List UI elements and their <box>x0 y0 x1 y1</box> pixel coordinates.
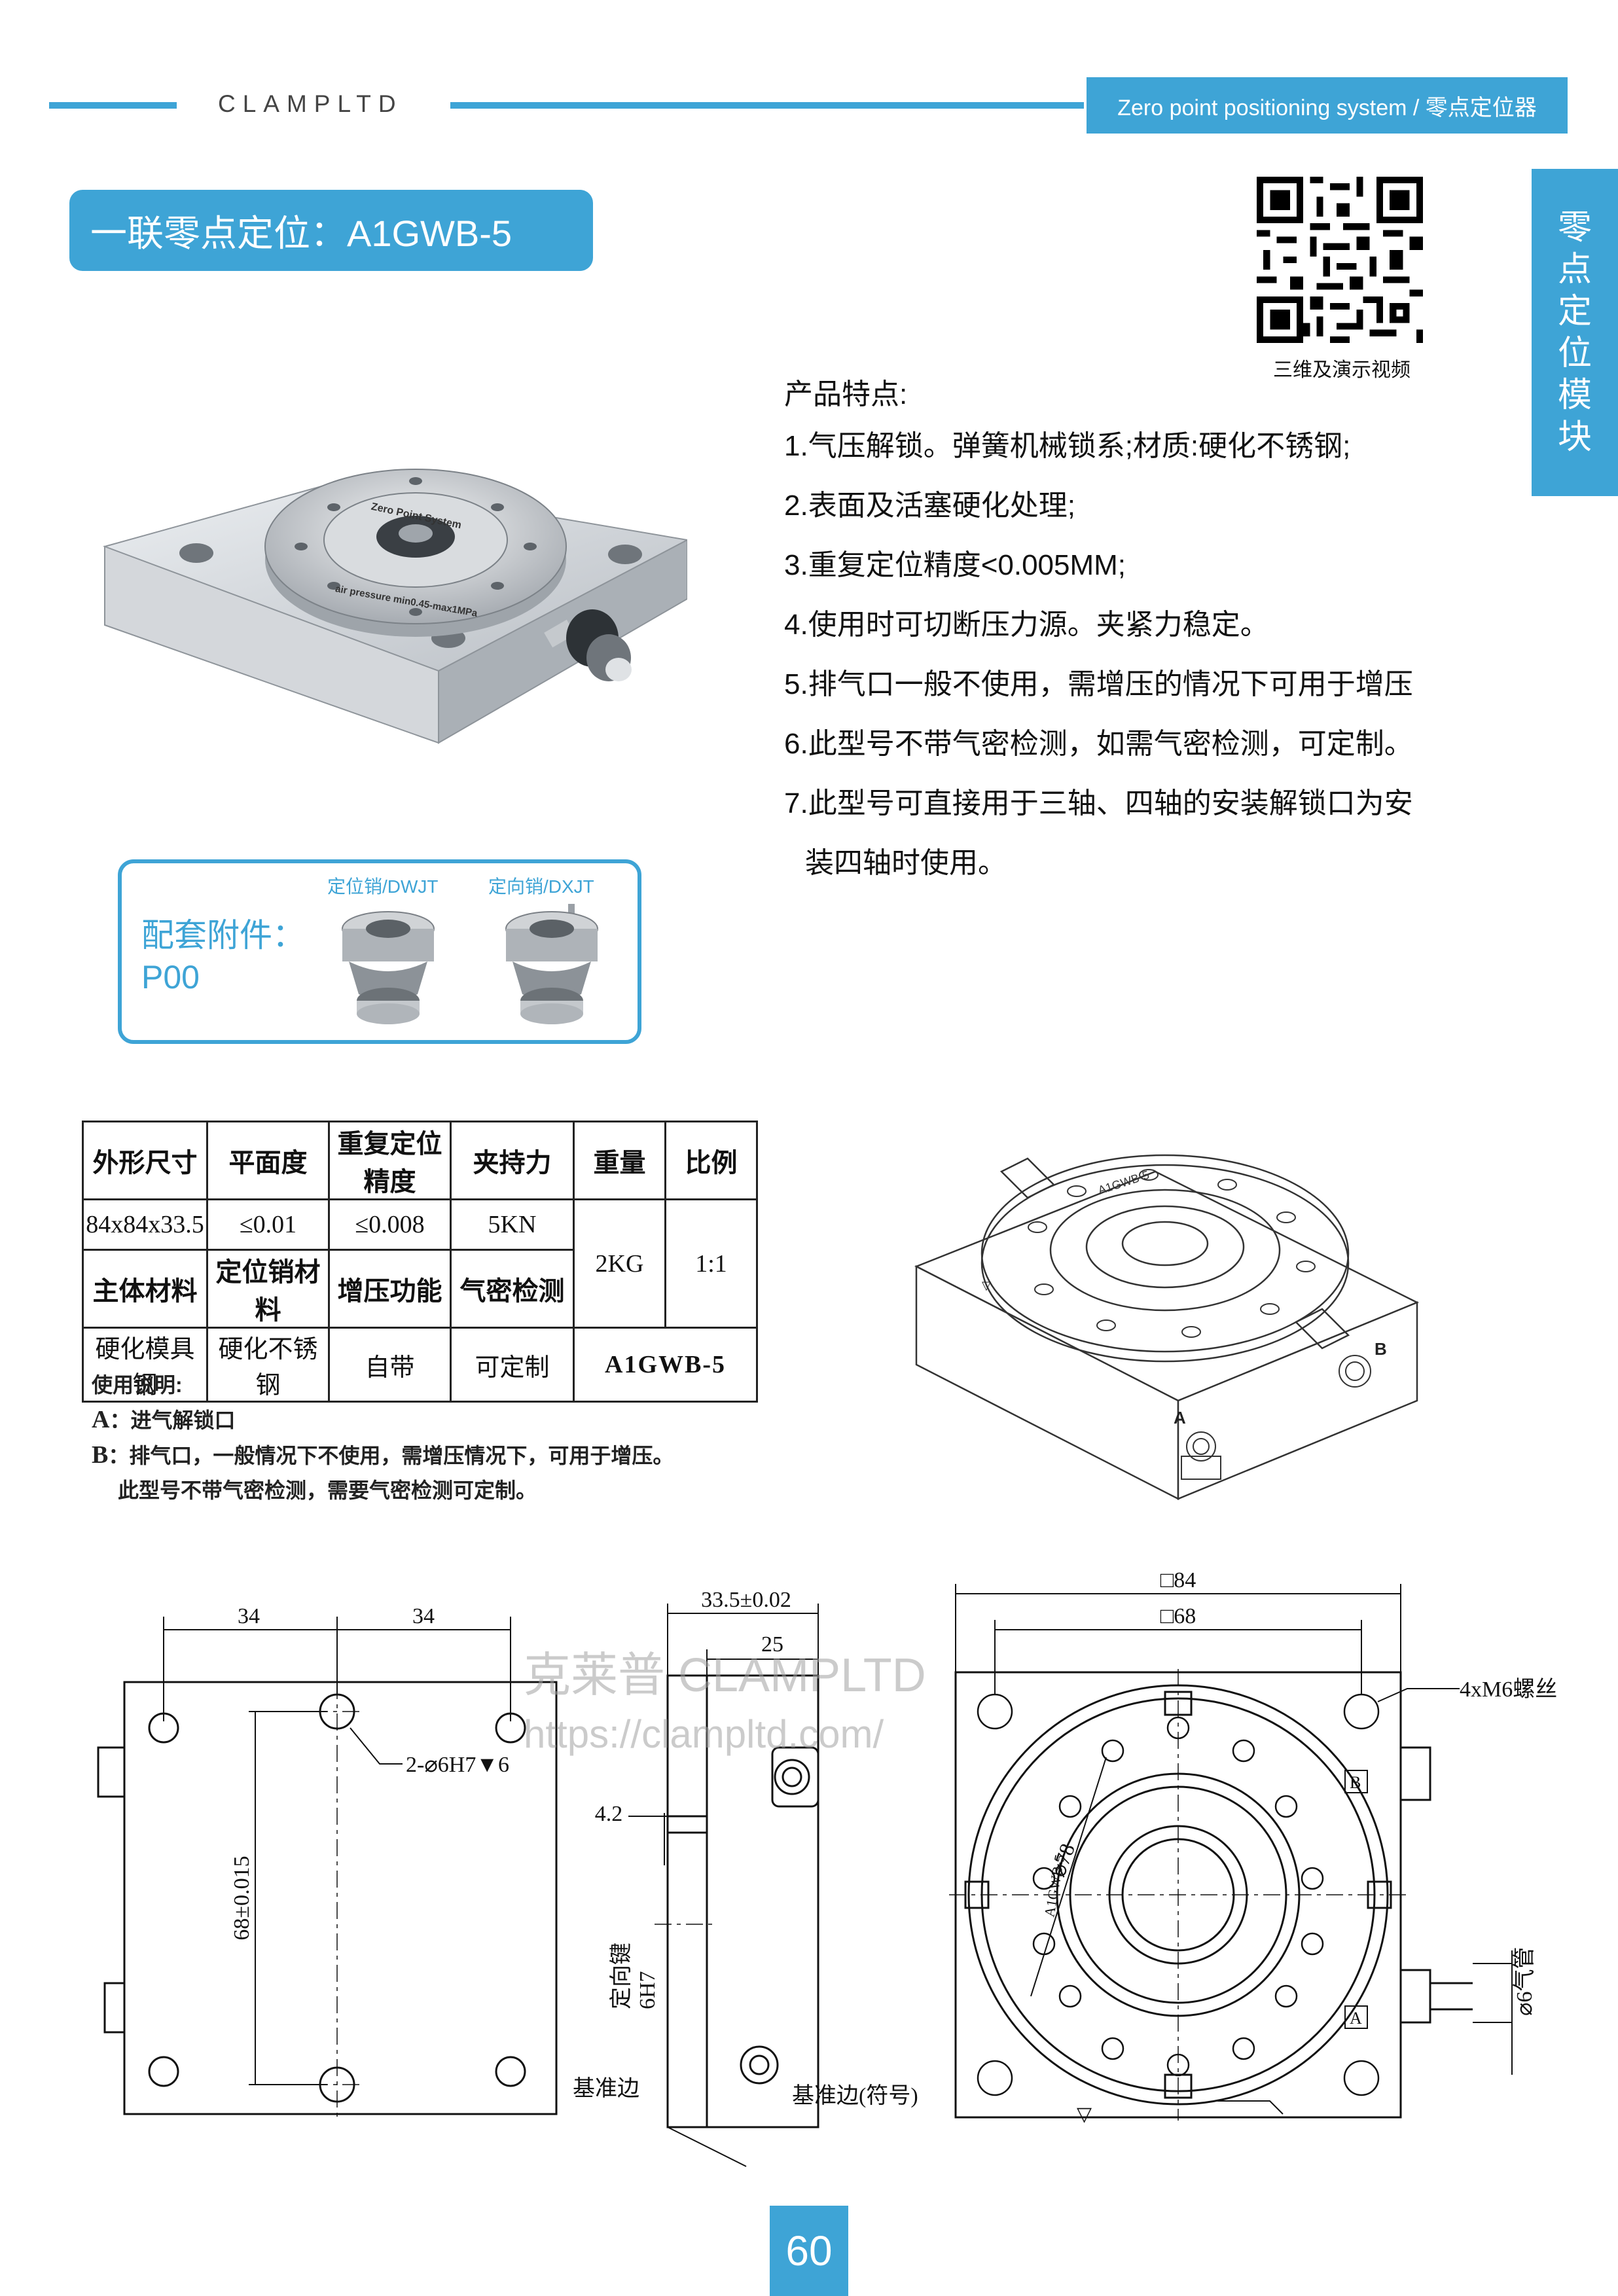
usage-text-b2: 此型号不带气密检测，需要气密检测可定制。 <box>118 1479 537 1502</box>
top-label-b: B <box>1350 1773 1361 1792</box>
dim-25: 25 <box>761 1632 783 1657</box>
watermark-url: https://clampltd.com/ <box>524 1712 884 1756</box>
top-label-a: A <box>1350 2009 1362 2028</box>
feature-item: 6.此型号不带气密检测，如需气密检测，可定制。 <box>784 728 1413 760</box>
datum-symbol-label: 基准边(符号) <box>792 2083 918 2108</box>
usage-notes: 使用说明: A：进气解锁口 B：排气口，一般情况下不使用，需增压情况下，可用于增… <box>92 1368 674 1508</box>
spec-value: 硬化不锈钢 <box>206 1327 330 1403</box>
dim-height: 33.5±0.02 <box>701 1588 791 1612</box>
side-tab-label: 零点定位模块 <box>1557 209 1592 456</box>
locating-pin-image <box>342 911 435 1024</box>
qr-code-icon[interactable] <box>1257 177 1423 343</box>
features-heading: 产品特点: <box>784 378 908 410</box>
side-view: 33.5±0.02 25 4.2 定向键 6H7 基准边 <box>573 1588 819 2167</box>
accessories-box: 定位销/DWJT 定向销/DXJT 配套附件： P00 <box>118 859 641 1044</box>
screw-callout: 4xM6螺丝 <box>1460 1677 1557 1702</box>
dim-34-right: 34 <box>412 1604 435 1628</box>
orientation-key-note: 定向键 <box>609 1943 634 2009</box>
air-tube-callout: ⌀6气管 <box>1512 1947 1537 2016</box>
usage-title: 使用说明: <box>92 1373 183 1397</box>
bottom-view: 34 34 68±0.015 2-⌀6H7▼6 <box>97 1604 558 2121</box>
orientation-pin-image <box>505 904 598 1024</box>
feature-item: 2.表面及活塞硬化处理; <box>784 490 1075 522</box>
orientation-key-fit: 6H7 <box>636 1971 660 2009</box>
header-rule-middle <box>450 102 1084 109</box>
dim-68-tolerance: 68±0.015 <box>230 1856 254 1940</box>
spec-value: 84x84x33.5 <box>82 1198 208 1251</box>
feature-item: 装四轴时使用。 <box>805 847 1007 879</box>
header-rule-left <box>49 102 177 109</box>
spec-header: 气密检测 <box>450 1249 575 1329</box>
spec-header: 夹持力 <box>450 1121 575 1200</box>
dim-34-left: 34 <box>238 1604 260 1628</box>
dim-4-2: 4.2 <box>595 1802 623 1826</box>
spec-header: 定位销材料 <box>206 1249 330 1329</box>
dim-68-square: □68 <box>1160 1604 1196 1628</box>
spec-header: 重量 <box>573 1121 666 1200</box>
isometric-drawing: A1GWB-5 A B ▽ <box>914 1154 1420 1501</box>
usage-key-b: B <box>92 1441 109 1469</box>
iso-label-a: A <box>1174 1408 1186 1427</box>
product-title: 一联零点定位：A1GWB-5 <box>69 190 593 271</box>
technical-drawings: 34 34 68±0.015 2-⌀6H7▼6 33.5±0.02 25 4.2… <box>97 1568 1557 2167</box>
brand-name: CLAMPLTD <box>218 90 403 117</box>
spec-value: 1:1 <box>664 1198 758 1329</box>
usage-text-a: ：进气解锁口 <box>109 1408 236 1432</box>
spec-value: 自带 <box>328 1327 452 1403</box>
usage-text-b: ：排气口，一般情况下不使用，需增压情况下，可用于增压。 <box>108 1444 674 1467</box>
accessories-label: 配套附件： <box>141 917 305 954</box>
spec-value: ≤0.008 <box>328 1198 452 1251</box>
side-category-tab: 零点定位模块 <box>1532 169 1618 496</box>
section-tag: Zero point positioning system / 零点定位器 <box>1087 77 1568 134</box>
spec-header: 外形尺寸 <box>82 1121 208 1200</box>
watermark-brand: 克莱普 CLAMPLTD <box>524 1649 926 1702</box>
features-list: 1.气压解锁。弹簧机械锁系;材质:硬化不锈钢; 2.表面及活塞硬化处理; 3.重… <box>784 416 1530 893</box>
usage-line-a: A：进气解锁口 <box>92 1403 674 1438</box>
spec-header: 增压功能 <box>328 1249 452 1329</box>
qr-caption: 三维及演示视频 <box>1273 359 1411 381</box>
product-photo: Zero Point System air pressure min0.45-m… <box>103 469 687 744</box>
dim-84-square: □84 <box>1160 1568 1196 1592</box>
spec-model: A1GWB-5 <box>573 1327 758 1403</box>
usage-line-b: B：排气口，一般情况下不使用，需增压情况下，可用于增压。 <box>92 1438 674 1473</box>
feature-item: 5.排气口一般不使用，需增压的情况下可用于增压 <box>784 668 1413 700</box>
feature-item: 4.使用时可切断压力源。夹紧力稳定。 <box>784 609 1269 641</box>
accessory-name-locating-pin: 定位销/DWJT <box>327 876 439 897</box>
spec-header: 重复定位精度 <box>328 1121 452 1200</box>
spec-header: 主体材料 <box>82 1249 208 1329</box>
spec-value: 硬化模具钢 <box>82 1327 208 1403</box>
feature-item: 1.气压解锁。弹簧机械锁系;材质:硬化不锈钢; <box>784 430 1351 462</box>
usage-key-a: A <box>92 1406 110 1433</box>
spec-value: 可定制 <box>450 1327 575 1403</box>
iso-datum-mark: ▽ <box>982 1279 991 1292</box>
spec-header: 比例 <box>664 1121 758 1200</box>
feature-item: 7.此型号可直接用于三轴、四轴的安装解锁口为安 <box>784 787 1413 819</box>
datum-triangle: ▽ <box>1077 2104 1092 2125</box>
accessory-name-orientation-pin: 定向销/DXJT <box>488 876 594 897</box>
spec-header: 平面度 <box>206 1121 330 1200</box>
top-view: □84 □68 ⌀78 4xM6螺丝 ⌀6气管 基准边(符号) A1GWB-5 … <box>792 1568 1557 2125</box>
spec-table: 外形尺寸 平面度 重复定位精度 夹持力 重量 比例 84x84x33.5 ≤0.… <box>82 1121 758 1403</box>
hole-callout: 2-⌀6H7▼6 <box>406 1753 509 1777</box>
datum-edge-label: 基准边 <box>573 2076 639 2101</box>
spec-value: 5KN <box>450 1198 575 1251</box>
page-number: 60 <box>770 2206 848 2296</box>
accessories-code: P00 <box>141 959 200 996</box>
feature-item: 3.重复定位精度<0.005MM; <box>784 549 1126 581</box>
iso-label-b: B <box>1375 1339 1387 1359</box>
spec-value: 2KG <box>573 1198 666 1329</box>
spec-value: ≤0.01 <box>206 1198 330 1251</box>
